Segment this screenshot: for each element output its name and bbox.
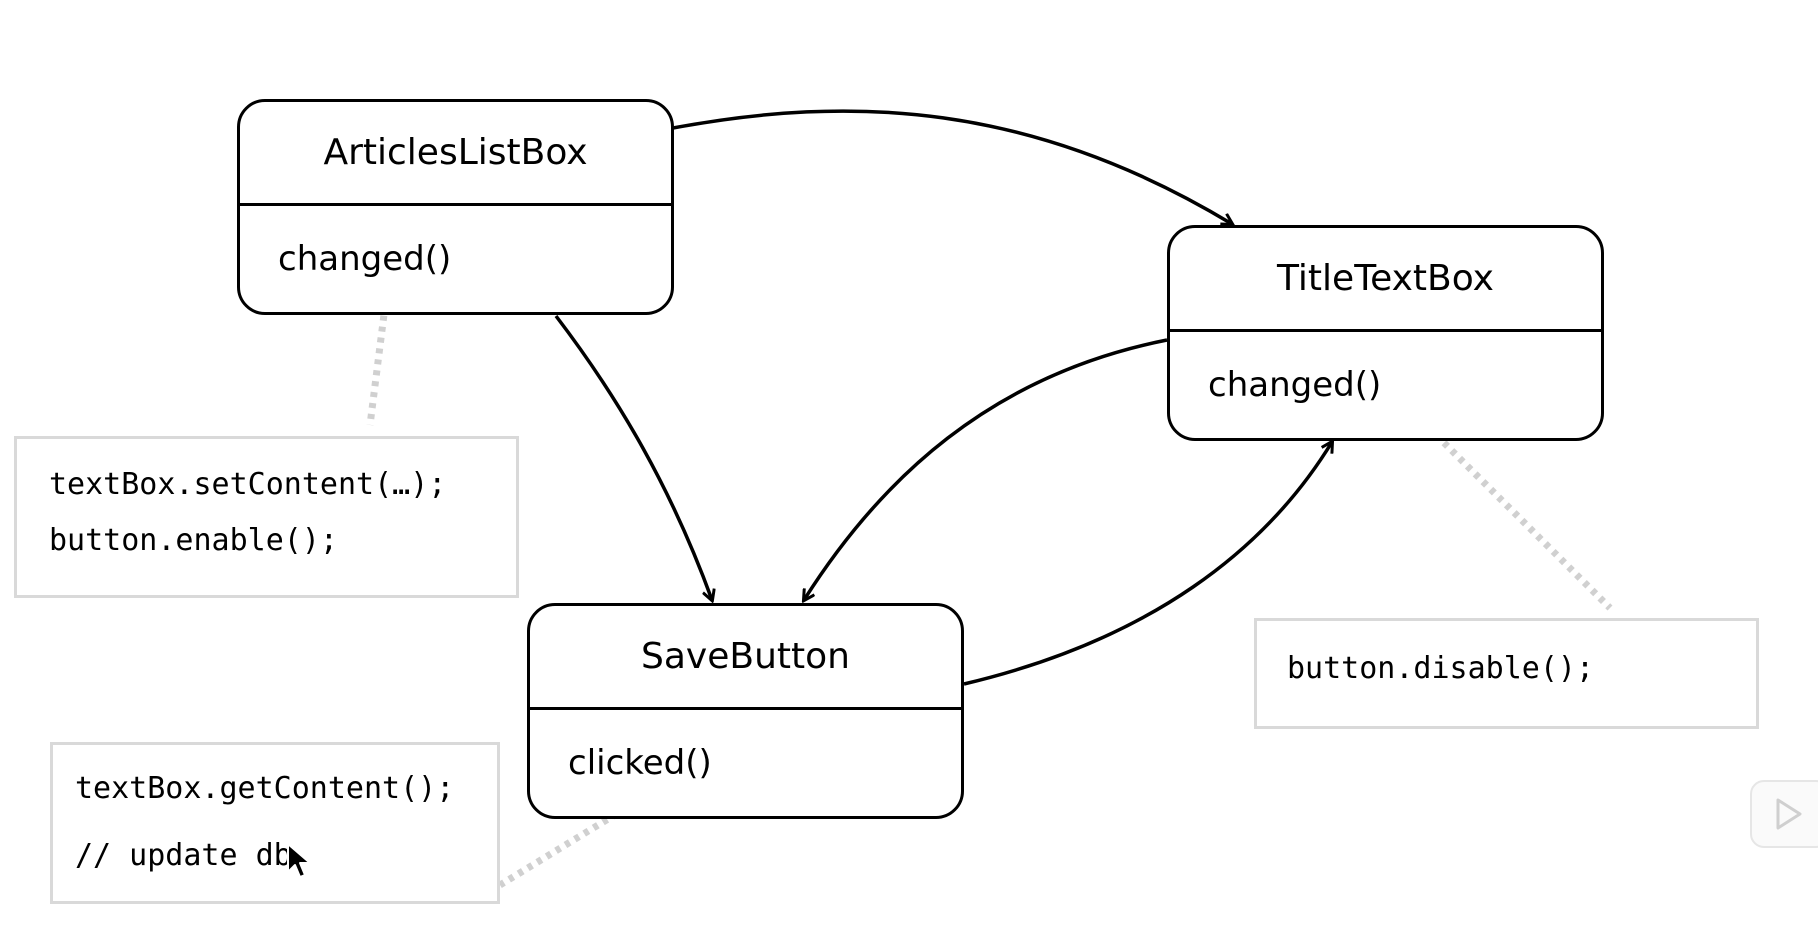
class-method: changed() [278, 239, 452, 279]
class-method: changed() [1208, 365, 1382, 405]
arrow-savebutton-to-titlebox [963, 442, 1332, 686]
note-titletextbox: button.disable(); [1254, 618, 1759, 729]
class-title: TitleTextBox [1170, 228, 1601, 332]
arrow-articles-to-savebutton [554, 314, 712, 600]
note-line: // update db [75, 838, 292, 873]
class-savebutton[interactable]: SaveButton clicked() [527, 603, 964, 819]
arrow-titlebox-to-savebutton [804, 338, 1168, 600]
play-button-icon[interactable] [1750, 780, 1818, 848]
note-savebutton: textBox.getContent(); // update db [50, 742, 500, 904]
note-articleslistbox: textBox.setContent(…); button.enable(); [14, 436, 519, 598]
note-line: button.disable(); [1287, 651, 1595, 686]
class-title: ArticlesListBox [240, 102, 671, 206]
note-line: textBox.setContent(…); [49, 467, 447, 502]
class-titletextbox[interactable]: TitleTextBox changed() [1167, 225, 1604, 441]
class-articleslistbox[interactable]: ArticlesListBox changed() [237, 99, 674, 315]
class-method: clicked() [568, 743, 712, 783]
class-title: SaveButton [530, 606, 961, 710]
mouse-pointer-icon [287, 843, 311, 878]
note-line: textBox.getContent(); [75, 771, 455, 806]
connector-savebutton-note [498, 805, 628, 888]
arrow-articles-to-titlebox [672, 109, 1232, 224]
note-line: button.enable(); [49, 523, 338, 558]
